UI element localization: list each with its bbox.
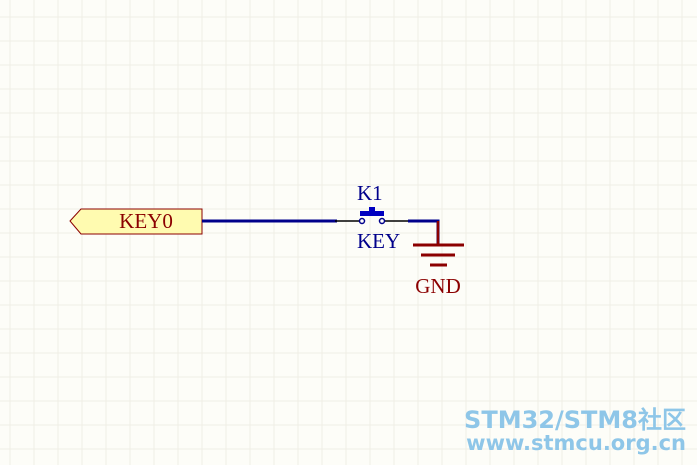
watermark: STM32/STM8社区 www.stmcu.org.cn [464,406,686,455]
switch-contact-left [358,217,366,225]
watermark-line2: www.stmcu.org.cn [466,431,686,455]
net-port-key0[interactable]: KEY0 [69,208,203,235]
switch-actuator [360,211,384,216]
switch-value: KEY [357,229,400,253]
net-port-label: KEY0 [119,209,173,233]
watermark-line1: STM32/STM8社区 [464,406,686,434]
ground-symbol[interactable]: GND [413,221,464,298]
ground-label: GND [415,274,461,298]
switch-k1[interactable]: K1 KEY [335,181,410,253]
switch-contact-right [378,217,386,225]
switch-stem [369,207,375,212]
switch-designator: K1 [357,181,383,205]
